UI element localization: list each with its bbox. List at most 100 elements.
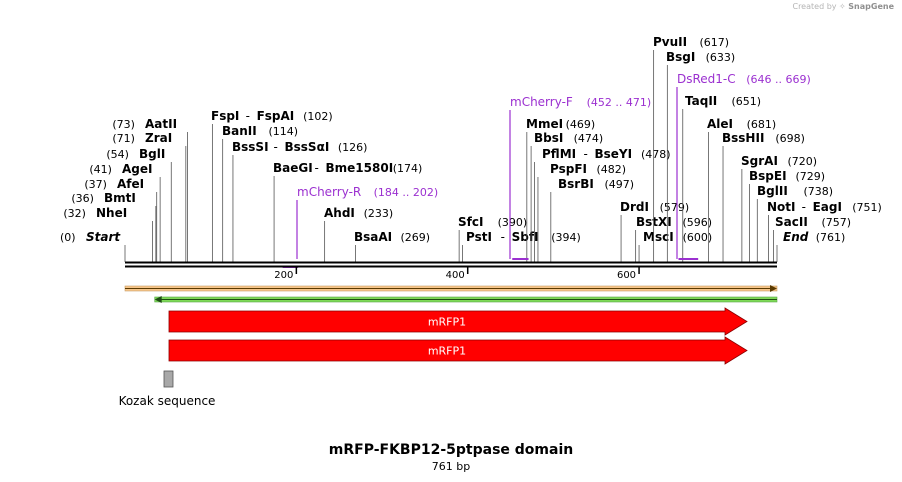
site-afei[interactable]: (37)AfeI: [84, 177, 158, 262]
orange-bar-arrowhead: [770, 285, 777, 292]
site-position: (233): [364, 207, 394, 220]
site-name: BsrBI: [558, 177, 594, 191]
site-psti[interactable]: PstI-SbfI(394): [462, 230, 581, 262]
site-position: (651): [732, 95, 762, 108]
primer-mcherry-f[interactable]: mCherry-F(452 .. 471): [509, 95, 652, 260]
feature-mrfp1-2[interactable]: mRFP1: [168, 336, 748, 365]
feature-kozak[interactable]: Kozak sequence: [119, 370, 216, 408]
site-name: PflMI: [542, 147, 576, 161]
site-name: DrdI: [620, 200, 649, 214]
site-position: (729): [796, 170, 826, 183]
restriction-sites: (0)Start(32)NheI(36) BmtI(37)AfeI(41) AgeI…: [60, 35, 882, 262]
site-name-alt: EagI: [813, 200, 842, 214]
site-zrai[interactable]: (71)ZraI: [112, 131, 187, 262]
map-length: 761 bp: [431, 460, 471, 473]
site-aatii[interactable]: (73) AatII: [112, 117, 188, 262]
site-bgli[interactable]: (54)BglI: [106, 147, 172, 262]
site-taqii[interactable]: TaqII(651): [682, 94, 762, 262]
site-name: BanII: [222, 124, 257, 138]
site-name: AatII: [145, 117, 177, 131]
site-bmti[interactable]: (36) BmtI: [71, 191, 157, 262]
snapgene-icon: ✧: [839, 2, 846, 11]
site-name: SfcI: [458, 215, 483, 229]
site-position: (482): [597, 163, 627, 176]
site-position: (41): [89, 163, 112, 176]
snapgene-logo: Created by ✧ SnapGene: [792, 2, 894, 11]
feature-mrfp1-1[interactable]: mRFP1: [168, 307, 748, 336]
backbone: [125, 261, 777, 268]
site-separator: -: [802, 200, 806, 214]
site-bsshii[interactable]: BssHII (698): [722, 131, 805, 262]
site-name: AgeI: [122, 162, 152, 176]
site-end[interactable]: End(761): [776, 230, 845, 262]
site-name: PstI: [466, 230, 492, 244]
site-name: MmeI: [526, 117, 563, 131]
site-banii[interactable]: BanII (114): [222, 124, 298, 262]
site-bbsi[interactable]: BbsI(474): [530, 131, 603, 262]
site-bspei[interactable]: BspEI(729): [749, 169, 825, 262]
site-name: SacII: [775, 215, 808, 229]
site-position: (738): [804, 185, 834, 198]
site-position: (497): [605, 178, 635, 191]
site-position: (617): [700, 36, 730, 49]
site-nhei[interactable]: (32)NheI: [63, 206, 153, 262]
site-position: (478): [641, 148, 671, 161]
primer-range: (452 .. 471): [587, 96, 652, 109]
site-position: (0): [60, 231, 76, 244]
site-alei[interactable]: AleI (681): [707, 117, 776, 262]
site-agei[interactable]: (41) AgeI: [89, 162, 161, 262]
green-bar-arrowhead: [154, 296, 162, 303]
site-baegi[interactable]: BaeGI-Bme1580I(174): [273, 161, 422, 262]
site-position: (596): [683, 216, 713, 229]
site-fspi[interactable]: FspI - FspAI (102): [211, 109, 333, 262]
site-msci[interactable]: MscI(600): [638, 230, 712, 262]
site-name: BmtI: [104, 191, 136, 205]
site-name: PspFI: [550, 162, 587, 176]
primer-dsred1-c[interactable]: DsRed1-C(646 .. 669): [676, 72, 811, 260]
site-position: (681): [747, 118, 777, 131]
site-name: PvuII: [653, 35, 687, 49]
site-position: (698): [775, 132, 805, 145]
site-name: NotI: [767, 200, 796, 214]
primer-name: DsRed1-C: [677, 72, 736, 86]
site-pflmi[interactable]: PflMI-BseYI(478): [534, 147, 671, 262]
site-name: ZraI: [145, 131, 172, 145]
site-position: (32): [63, 207, 86, 220]
site-bglii[interactable]: BglII(738): [756, 184, 834, 262]
site-bsaai[interactable]: BsaAI(269): [354, 230, 430, 262]
site-pvuii[interactable]: PvuII (617): [653, 35, 729, 262]
site-bsssi[interactable]: BssSI-BssSαI(126): [232, 140, 367, 262]
site-separator: -: [274, 140, 278, 154]
site-ahdi[interactable]: AhdI(233): [324, 206, 393, 262]
site-mmei[interactable]: MmeI(469): [526, 117, 595, 262]
map-title: mRFP-FKBP12-5ptpase domain: [328, 442, 574, 458]
site-bsrbi[interactable]: BsrBI (497): [550, 177, 635, 262]
feature-label: mRFP1: [428, 345, 466, 358]
primer-name: mCherry-R: [297, 185, 361, 199]
site-name: BssHII: [722, 131, 764, 145]
site-name: AleI: [707, 117, 733, 131]
site-position: (73): [112, 118, 135, 131]
primer-mcherry-r[interactable]: mCherry-R(184 .. 202): [282, 185, 439, 268]
site-name: BsgI: [666, 50, 695, 64]
site-position: (394): [551, 231, 581, 244]
site-position: (720): [788, 155, 818, 168]
site-sacii[interactable]: SacII(757): [773, 215, 852, 262]
site-position: (102): [303, 110, 333, 123]
site-name: BbsI: [534, 131, 563, 145]
site-sgrai[interactable]: SgrAI(720): [741, 154, 817, 262]
site-sfci[interactable]: SfcI(390): [458, 215, 527, 262]
site-name-alt: FspAI: [257, 109, 295, 123]
site-name: FspI: [211, 109, 239, 123]
site-position: (36): [71, 192, 94, 205]
site-position: (114): [269, 125, 299, 138]
feature-label: mRFP1: [428, 316, 466, 329]
site-pspfi[interactable]: PspFI (482): [537, 162, 627, 262]
kozak-box: [163, 370, 174, 388]
site-bsgi[interactable]: BsgI(633): [666, 50, 735, 262]
site-noti[interactable]: NotI-EagI(751): [767, 200, 882, 262]
site-start[interactable]: (0)Start: [60, 230, 126, 262]
site-position: (37): [84, 178, 107, 191]
